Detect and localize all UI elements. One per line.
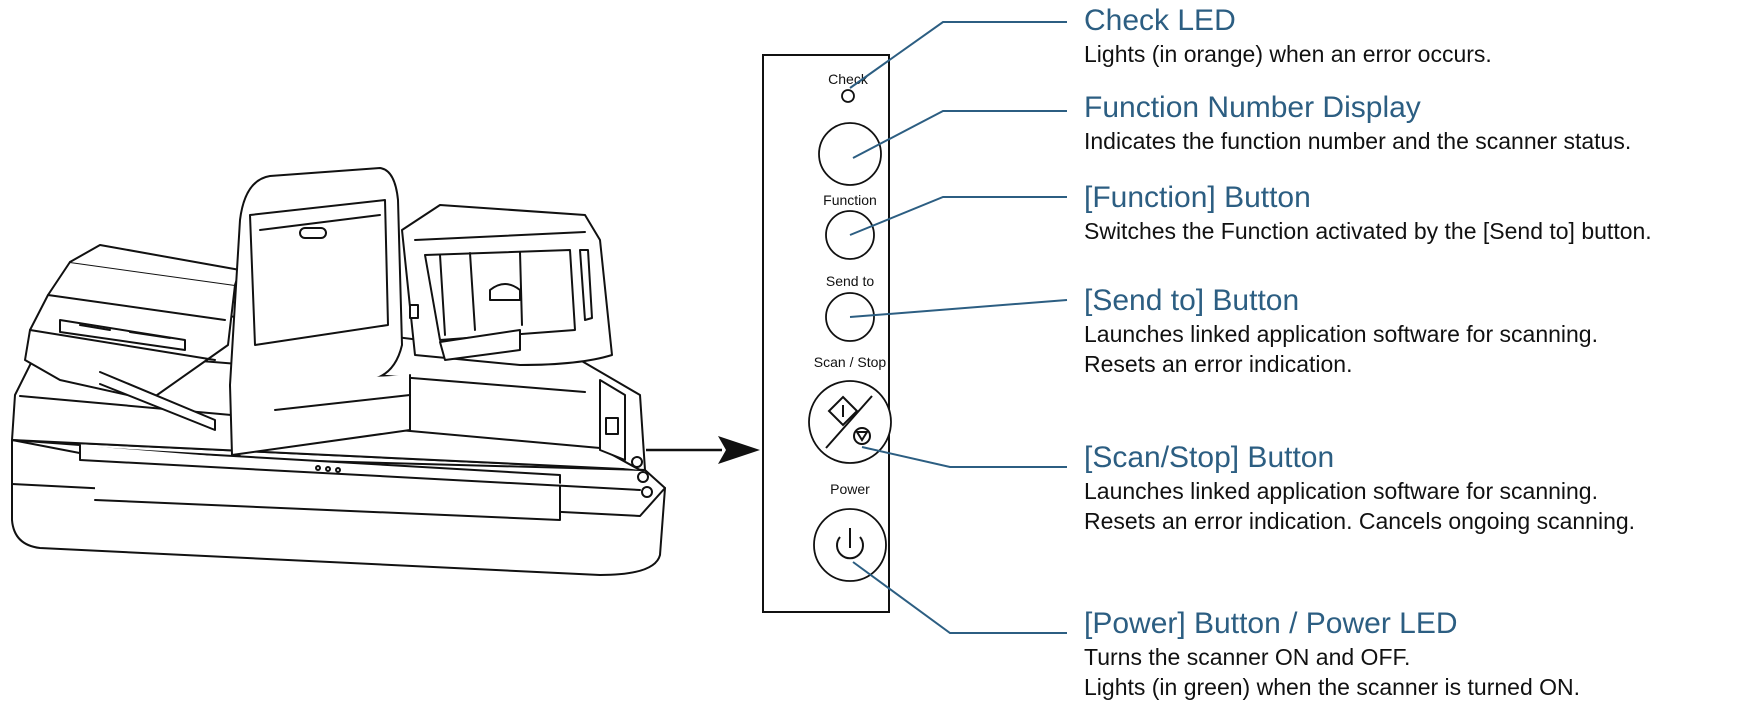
scan-stop-label: Scan / Stop [814, 354, 887, 370]
callout-description: Launches linked application software for… [1084, 476, 1739, 536]
callout-line: Turns the scanner ON and OFF. [1084, 644, 1411, 670]
leader-power-button [852, 561, 1067, 634]
power-icon [836, 528, 864, 560]
scanner-illustration [11, 167, 666, 576]
callout-check-led: Check LED Lights (in orange) when an err… [1084, 3, 1739, 69]
callout-function-button: [Function] Button Switches the Function … [1084, 180, 1739, 246]
leader-scan-stop-button [861, 446, 1067, 468]
callout-title: Function Number Display [1084, 91, 1421, 124]
callout-line: Lights (in orange) when an error occurs. [1084, 41, 1492, 67]
leader-lines [849, 21, 1068, 634]
leader-check-led [849, 21, 1067, 89]
callout-line: Launches linked application software for… [1084, 478, 1598, 504]
leader-function-display [852, 110, 1067, 159]
callout-line: Resets an error indication. Cancels ongo… [1084, 508, 1636, 534]
callout-line: Switches the Function activated by the [… [1084, 218, 1652, 244]
function-number-display [818, 122, 882, 186]
callout-title: Check LED [1084, 4, 1236, 37]
callout-description: Launches linked application software for… [1084, 319, 1739, 379]
callout-scan-stop-button: [Scan/Stop] Button Launches linked appli… [1084, 440, 1739, 536]
callout-description: Indicates the function number and the sc… [1084, 126, 1739, 156]
callout-description: Switches the Function activated by the [… [1084, 216, 1739, 246]
leader-function-button [849, 196, 1067, 236]
callout-line: Lights (in green) when the scanner is tu… [1084, 674, 1581, 700]
function-label: Function [823, 192, 877, 208]
send-to-label: Send to [826, 273, 874, 289]
callout-line: Launches linked application software for… [1084, 321, 1598, 347]
callout-line: Resets an error indication. [1084, 351, 1353, 377]
leader-send-to-button [849, 299, 1068, 318]
callout-line: Indicates the function number and the sc… [1084, 128, 1632, 154]
power-button[interactable] [813, 508, 887, 582]
callout-function-display: Function Number Display Indicates the fu… [1084, 90, 1739, 156]
callout-title: [Scan/Stop] Button [1084, 441, 1335, 474]
callout-title: [Power] Button / Power LED [1084, 607, 1458, 640]
power-label: Power [830, 481, 870, 497]
scan-stop-button[interactable] [808, 380, 892, 464]
callout-description: Turns the scanner ON and OFF. Lights (in… [1084, 642, 1739, 702]
check-led [841, 89, 855, 103]
arrow-right-icon [646, 436, 760, 464]
callout-title: [Function] Button [1084, 181, 1311, 214]
callout-description: Lights (in orange) when an error occurs. [1084, 39, 1739, 69]
callout-title: [Send to] Button [1084, 284, 1300, 317]
callout-power-button: [Power] Button / Power LED Turns the sca… [1084, 606, 1739, 702]
callout-send-to-button: [Send to] Button Launches linked applica… [1084, 283, 1739, 379]
operator-panel: Check Function Send to Scan / Stop Power [762, 54, 892, 613]
scan-stop-icon [825, 395, 873, 449]
